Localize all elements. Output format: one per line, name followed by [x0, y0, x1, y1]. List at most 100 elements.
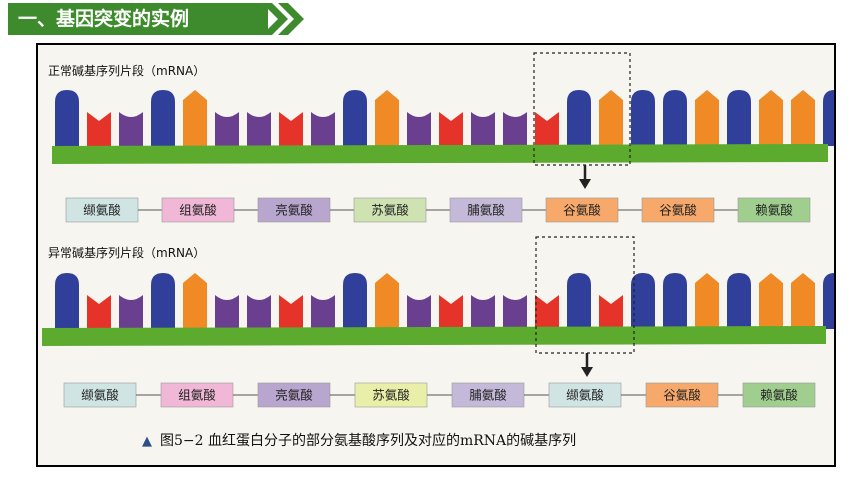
normal-aa-label: 赖氨酸 — [755, 203, 793, 218]
figure-caption: 图5−2 血红蛋白分子的部分氨基酸序列及对应的mRNA的碱基序列 — [160, 432, 576, 449]
normal-base-blue — [727, 90, 751, 146]
abnormal-base-purple — [215, 295, 239, 329]
normal-base-red — [439, 112, 463, 146]
normal-base-purple — [215, 112, 239, 146]
abnormal-amino-acid-row: 缬氨酸 组氨酸 亮氨酸 苏氨酸 脯氨酸 缬氨酸 谷氨酸 赖氨酸 — [63, 382, 816, 408]
normal-base-orange — [791, 90, 815, 146]
normal-aa-box — [161, 197, 235, 223]
normal-base-blue — [567, 90, 591, 146]
abnormal-aa-box — [160, 382, 234, 408]
normal-aa-box — [641, 197, 715, 223]
abnormal-base-red — [599, 295, 623, 329]
normal-backbone — [52, 144, 828, 164]
normal-base-red — [87, 112, 111, 146]
abnormal-base-orange — [375, 273, 399, 329]
abnormal-base-purple — [407, 295, 431, 329]
normal-aa-label: 亮氨酸 — [275, 203, 313, 218]
normal-base-blue — [55, 90, 79, 146]
normal-aa-box — [65, 197, 139, 223]
abnormal-aa-label: 亮氨酸 — [275, 388, 313, 403]
abnormal-seq-label: 异常碱基序列片段（mRNA） — [48, 245, 205, 260]
abnormal-base-blue — [631, 273, 655, 329]
abnormal-backbone — [42, 326, 826, 346]
abnormal-base-purple — [119, 295, 143, 329]
normal-base-purple — [119, 112, 143, 146]
normal-base-red — [535, 112, 559, 146]
normal-aa-label: 苏氨酸 — [371, 203, 409, 218]
abnormal-aa-label: 缬氨酸 — [81, 388, 119, 403]
abnormal-aa-label: 谷氨酸 — [663, 388, 701, 403]
abnormal-highlight-box — [535, 236, 635, 354]
normal-aa-box — [545, 197, 619, 223]
normal-base-orange — [759, 90, 783, 146]
abnormal-aa-label: 苏氨酸 — [372, 388, 410, 403]
normal-base-red — [279, 112, 303, 146]
normal-aa-label: 缬氨酸 — [83, 203, 121, 218]
abnormal-base-orange — [183, 273, 207, 329]
normal-base-blue — [663, 90, 687, 146]
normal-base-orange — [375, 90, 399, 146]
abnormal-arrow-icon — [581, 353, 593, 377]
normal-base-purple — [503, 112, 527, 146]
normal-base-blue — [631, 90, 655, 146]
chevron-right-icon — [262, 3, 304, 35]
normal-base-orange — [599, 90, 623, 146]
abnormal-base-blue — [343, 273, 367, 329]
figure-frame: 正常碱基序列片段（mRNA） 缬氨酸组氨酸亮氨酸苏氨酸脯氨酸谷氨酸谷氨酸赖氨酸 … — [36, 43, 836, 467]
normal-base-orange — [183, 90, 207, 146]
abnormal-base-blue — [55, 273, 79, 329]
normal-aa-label: 组氨酸 — [179, 203, 217, 218]
normal-bases-group — [55, 90, 834, 146]
abnormal-aa-label: 组氨酸 — [178, 388, 216, 403]
abnormal-base-blue — [567, 273, 591, 329]
section-header: 一、基因突变的实例 — [0, 0, 860, 40]
abnormal-base-orange — [695, 273, 719, 329]
normal-base-orange — [695, 90, 719, 146]
normal-base-purple — [311, 112, 335, 146]
abnormal-base-blue — [823, 273, 834, 329]
normal-base-blue — [151, 90, 175, 146]
normal-amino-acid-row: 缬氨酸 组氨酸 亮氨酸 苏氨酸 脯氨酸 谷氨酸 谷氨酸 赖氨酸 — [65, 197, 811, 223]
abnormal-aa-box — [742, 382, 816, 408]
normal-base-purple — [471, 112, 495, 146]
abnormal-base-orange — [759, 273, 783, 329]
mrna-diagram: 正常碱基序列片段（mRNA） 缬氨酸组氨酸亮氨酸苏氨酸脯氨酸谷氨酸谷氨酸赖氨酸 … — [42, 52, 834, 449]
abnormal-aa-label: 脯氨酸 — [469, 388, 507, 403]
abnormal-aa-label: 赖氨酸 — [760, 388, 798, 403]
normal-aa-box — [737, 197, 811, 223]
abnormal-base-red — [279, 295, 303, 329]
normal-highlight-box — [533, 52, 631, 166]
normal-aa-label: 谷氨酸 — [659, 203, 697, 218]
abnormal-aa-box — [548, 382, 622, 408]
abnormal-aa-box — [354, 382, 428, 408]
normal-base-purple — [247, 112, 271, 146]
abnormal-base-purple — [471, 295, 495, 329]
normal-aa-box — [353, 197, 427, 223]
normal-aa-box — [449, 197, 523, 223]
normal-aa-box — [257, 197, 331, 223]
abnormal-base-purple — [247, 295, 271, 329]
abnormal-aa-label: 缬氨酸 — [566, 388, 604, 403]
abnormal-base-blue — [727, 273, 751, 329]
abnormal-aa-box — [257, 382, 331, 408]
abnormal-aa-box — [63, 382, 137, 408]
abnormal-base-orange — [791, 273, 815, 329]
abnormal-base-red — [439, 295, 463, 329]
normal-base-purple — [407, 112, 431, 146]
abnormal-base-blue — [151, 273, 175, 329]
abnormal-base-blue — [663, 273, 687, 329]
abnormal-base-red — [87, 295, 111, 329]
abnormal-base-red — [535, 295, 559, 329]
normal-base-blue — [823, 90, 834, 146]
abnormal-base-purple — [311, 295, 335, 329]
normal-aa-label: 脯氨酸 — [467, 203, 505, 218]
normal-base-blue — [343, 90, 367, 146]
abnormal-bases-group — [55, 273, 834, 329]
normal-arrow-icon — [579, 165, 591, 189]
header-band — [8, 3, 268, 35]
abnormal-base-purple — [503, 295, 527, 329]
normal-aa-label: 谷氨酸 — [563, 203, 601, 218]
section-title: 一、基因突变的实例 — [18, 8, 190, 30]
caption-triangle-icon: ▲ — [142, 434, 152, 449]
normal-seq-label: 正常碱基序列片段（mRNA） — [48, 63, 205, 78]
